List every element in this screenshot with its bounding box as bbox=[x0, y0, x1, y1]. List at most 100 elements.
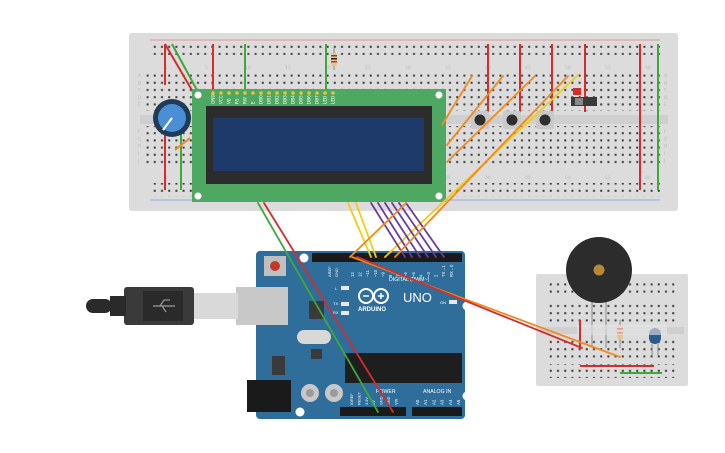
wire-red bbox=[263, 202, 394, 413]
column-number-bottom: 1 bbox=[165, 175, 168, 181]
power-pin-label: GND bbox=[387, 396, 391, 405]
wire-orange bbox=[174, 137, 191, 151]
row-letter: E bbox=[138, 102, 141, 108]
wire-purple bbox=[384, 202, 421, 258]
row-letter: D bbox=[664, 95, 668, 101]
wire-orange bbox=[394, 75, 569, 258]
lcd-pin bbox=[307, 91, 311, 95]
atmega-chip bbox=[345, 353, 462, 383]
power-pin-label: IOREF bbox=[350, 393, 354, 405]
row-letter: B bbox=[664, 80, 667, 86]
lcd-pin bbox=[251, 91, 255, 95]
l-label: L bbox=[335, 286, 338, 291]
reset-button[interactable] bbox=[264, 256, 286, 276]
lcd-pin bbox=[323, 91, 327, 95]
row-letter: F bbox=[664, 129, 667, 135]
wire-purple bbox=[405, 202, 445, 258]
lcd-pin bbox=[275, 91, 279, 95]
power-pin-label: 3.3V bbox=[365, 397, 369, 405]
column-number-top: 1 bbox=[165, 65, 168, 71]
wire-orange bbox=[441, 75, 473, 126]
column-number-bottom: 55 bbox=[605, 175, 611, 181]
push-button-2[interactable] bbox=[503, 111, 521, 129]
rx-label: RX bbox=[333, 310, 339, 315]
digital-pin-label: 13 bbox=[350, 272, 355, 277]
digital-pin-label: 7 bbox=[396, 274, 401, 277]
push-button-1[interactable] bbox=[471, 111, 489, 129]
column-number-top: 55 bbox=[605, 65, 611, 71]
slide-switch[interactable] bbox=[571, 88, 597, 106]
row-letter: C bbox=[664, 88, 667, 94]
power-jack bbox=[247, 380, 291, 412]
row-letter: A bbox=[138, 73, 142, 79]
resistor bbox=[331, 48, 337, 70]
row-letter: H bbox=[664, 144, 667, 150]
column-number-bottom: 40 bbox=[485, 175, 491, 181]
lcd-pin bbox=[331, 91, 335, 95]
lcd-pin bbox=[283, 91, 287, 95]
power-pin-label: GND bbox=[380, 396, 384, 405]
digital-pin-label: ~10 bbox=[373, 269, 378, 277]
column-number-bottom: 45 bbox=[525, 175, 531, 181]
wire-green-diag bbox=[171, 43, 199, 93]
column-number-bottom: 60 bbox=[645, 175, 651, 181]
analog-pin-label: A0 bbox=[415, 399, 420, 405]
analog-header-label: ANALOG IN bbox=[423, 389, 452, 395]
column-number-bottom: 35 bbox=[445, 175, 451, 181]
wire-orange bbox=[446, 75, 504, 146]
arduino-model: UNO bbox=[403, 290, 432, 305]
push-button-3[interactable] bbox=[536, 111, 554, 129]
wire-purple bbox=[391, 202, 429, 258]
column-number-top: 45 bbox=[525, 65, 531, 71]
digital-pin-label: 2 bbox=[434, 274, 439, 277]
lcd-pin-label: DB1 bbox=[267, 95, 272, 104]
analog-pin-label: A2 bbox=[431, 399, 436, 405]
lcd-pin-label: DB0 bbox=[259, 95, 264, 104]
column-number-top: 25 bbox=[365, 65, 371, 71]
lcd-pin bbox=[267, 91, 271, 95]
connection-wires bbox=[257, 74, 621, 413]
lcd-pin bbox=[299, 91, 303, 95]
lcd-pin bbox=[235, 91, 239, 95]
row-letter: J bbox=[663, 158, 665, 164]
wire-yellow bbox=[355, 202, 377, 258]
lcd-pin bbox=[291, 91, 295, 95]
usb-port bbox=[236, 287, 288, 325]
row-letter: I bbox=[664, 151, 665, 157]
push-buttons bbox=[471, 111, 554, 129]
wire-red bbox=[356, 256, 583, 349]
potentiometer[interactable] bbox=[153, 99, 191, 151]
wire-purple bbox=[377, 202, 413, 258]
column-number-top: 50 bbox=[565, 65, 571, 71]
piezo-buzzer bbox=[566, 237, 632, 348]
column-number-top: 35 bbox=[445, 65, 451, 71]
row-letter: A bbox=[664, 73, 668, 79]
breadboard-jumpers bbox=[164, 43, 659, 190]
digital-pin-label: ~5 bbox=[411, 272, 416, 277]
row-letter: I bbox=[138, 151, 139, 157]
wire-purple bbox=[370, 202, 406, 258]
lcd-pin bbox=[243, 91, 247, 95]
row-letter: D bbox=[138, 95, 142, 101]
wire-orange bbox=[446, 75, 536, 163]
power-pin-label: 5V bbox=[372, 400, 376, 405]
row-letter: H bbox=[138, 144, 141, 150]
digital-pin-label: 8 bbox=[388, 274, 393, 277]
lcd-pin bbox=[315, 91, 319, 95]
power-pin-label: VIN bbox=[394, 398, 398, 405]
row-letter: F bbox=[138, 129, 141, 135]
lcd-pin-label: DB3 bbox=[283, 95, 288, 104]
row-letter: G bbox=[664, 136, 668, 142]
lcd-pin bbox=[227, 91, 231, 95]
lcd-pin-label: DB7 bbox=[315, 95, 320, 104]
gnd-label: GND bbox=[334, 268, 339, 277]
digital-pin-label: ~3 bbox=[426, 272, 431, 277]
analog-pin-label: A4 bbox=[448, 399, 453, 405]
digital-pin-label: 12 bbox=[358, 272, 363, 277]
row-letter: B bbox=[138, 80, 141, 86]
wire-red-diag bbox=[164, 43, 194, 93]
